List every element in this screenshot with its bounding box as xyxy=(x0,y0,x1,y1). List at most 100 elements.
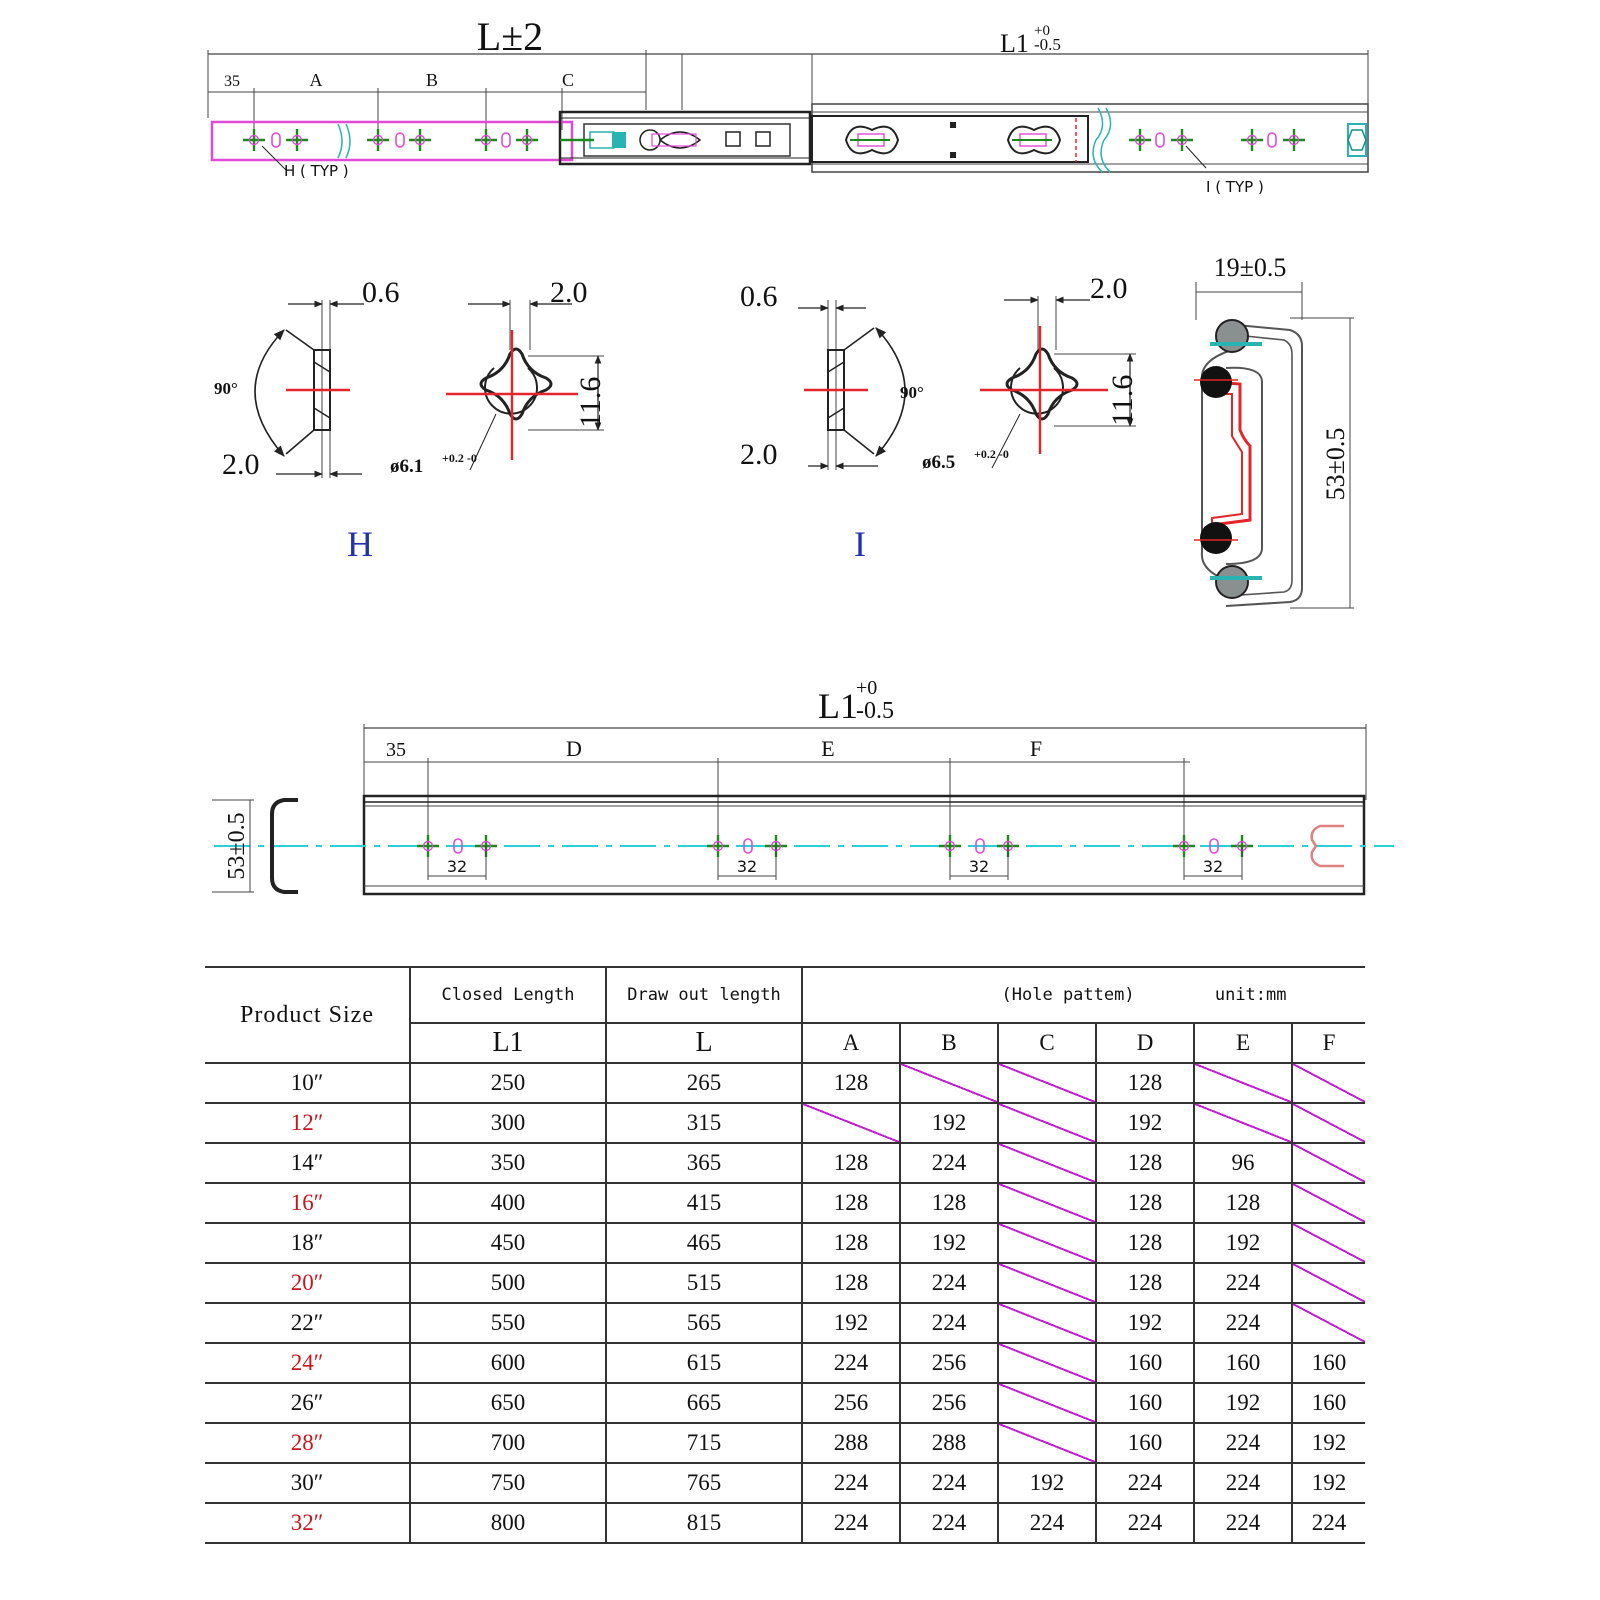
cell-product-size: 16″ xyxy=(290,1190,324,1215)
cell-drawout-length: 565 xyxy=(605,1303,802,1343)
cell-closed-length: 700 xyxy=(409,1423,606,1463)
cell-hole-a: 128 xyxy=(801,1063,900,1103)
cell-hole-b: 128 xyxy=(899,1183,998,1223)
cell-closed-length: 800 xyxy=(409,1503,606,1543)
cell-drawout-length: 415 xyxy=(605,1183,802,1223)
cell-hole-e: 192 xyxy=(1193,1383,1292,1423)
subheader-c: C xyxy=(997,1023,1096,1063)
cell-hole-f xyxy=(1290,1223,1366,1263)
cell-hole-b: 192 xyxy=(899,1103,998,1143)
hole-spacing-label-4: 32 xyxy=(1203,857,1223,876)
cell-hole-a: 288 xyxy=(801,1423,900,1463)
bottom-view: L1 +0 -0.5 35 D E F xyxy=(212,677,1394,896)
cell-drawout-length: 815 xyxy=(605,1503,802,1543)
header-hole-pattern: (Hole pattem) unit:mm xyxy=(800,967,1366,1023)
closed-length-label: L1 xyxy=(1000,29,1029,58)
cell-drawout-length: 665 xyxy=(605,1383,802,1423)
cell-hole-e: 224 xyxy=(1193,1263,1292,1303)
header-drawout-length: Draw out length xyxy=(605,967,802,1023)
cell-hole-a: 128 xyxy=(801,1143,900,1183)
cell-hole-b: 256 xyxy=(899,1383,998,1423)
cell-hole-b: 224 xyxy=(899,1463,998,1503)
i-typ-label: I ( TYP ) xyxy=(1206,178,1264,196)
i-thickness-label: 0.6 xyxy=(740,280,778,313)
cell-hole-c xyxy=(997,1423,1096,1463)
cell-hole-a xyxy=(801,1103,900,1143)
cell-hole-c: 192 xyxy=(997,1463,1096,1503)
i-slot-width-label: 2.0 xyxy=(1090,272,1128,305)
cell-hole-c xyxy=(997,1103,1096,1143)
h-diameter-label: ø6.1 xyxy=(390,456,423,477)
bottom-height-label: 53±0.5 xyxy=(224,812,250,879)
cell-hole-c xyxy=(997,1303,1096,1343)
cell-drawout-length: 765 xyxy=(605,1463,802,1503)
cell-hole-a: 224 xyxy=(801,1343,900,1383)
roller-left xyxy=(844,125,900,155)
cell-hole-c xyxy=(997,1343,1096,1383)
cell-hole-d: 160 xyxy=(1095,1423,1194,1463)
cell-closed-length: 250 xyxy=(409,1063,606,1103)
cell-hole-d: 224 xyxy=(1095,1463,1194,1503)
subheader-l: L xyxy=(605,1023,802,1063)
cell-closed-length: 550 xyxy=(409,1303,606,1343)
segment-b-label: B xyxy=(426,70,438,90)
h-dia-tol-label: +0.2 -0 xyxy=(442,451,477,465)
segment-a-label: A xyxy=(310,70,323,90)
spec-table: Product Size Closed Length Draw out leng… xyxy=(205,966,1366,1544)
cell-hole-c xyxy=(997,1263,1096,1303)
cell-product-size: 32″ xyxy=(290,1510,324,1535)
cell-hole-d: 128 xyxy=(1095,1143,1194,1183)
closed-tol-lower: -0.5 xyxy=(1034,35,1061,54)
side-c-profile xyxy=(270,798,298,894)
cell-hole-d: 224 xyxy=(1095,1503,1194,1543)
cell-hole-f: 160 xyxy=(1290,1383,1366,1423)
cross-section: 19±0.5 53±0.5 xyxy=(1194,253,1354,609)
cell-product-size: 26″ xyxy=(290,1390,324,1415)
hole-spacing-label-2: 32 xyxy=(737,857,757,876)
cell-closed-length: 300 xyxy=(409,1103,606,1143)
segment-f-label: F xyxy=(1030,736,1042,761)
i-detail-letter: I xyxy=(854,524,866,564)
cell-hole-a: 128 xyxy=(801,1263,900,1303)
i-depth-label: 2.0 xyxy=(740,438,778,471)
cell-hole-e xyxy=(1193,1103,1292,1143)
cell-hole-e: 224 xyxy=(1193,1503,1292,1543)
cell-product-size: 18″ xyxy=(290,1230,324,1255)
segment-e-label: E xyxy=(821,736,834,761)
cell-hole-f xyxy=(1290,1143,1366,1183)
closed-tol-upper: +0 xyxy=(1034,23,1050,39)
cell-hole-b: 224 xyxy=(899,1503,998,1543)
cell-drawout-length: 265 xyxy=(605,1063,802,1103)
segment-c-label: C xyxy=(562,70,574,90)
roller-right xyxy=(1006,118,1077,162)
intermediate-member xyxy=(558,110,812,166)
subheader-d: D xyxy=(1095,1023,1194,1063)
cell-hole-e xyxy=(1193,1063,1292,1103)
cell-hole-a: 128 xyxy=(801,1183,900,1223)
cell-hole-c xyxy=(997,1223,1096,1263)
cell-product-size: 14″ xyxy=(290,1150,324,1175)
h-thickness-label: 0.6 xyxy=(362,276,400,309)
cell-hole-c xyxy=(997,1143,1096,1183)
section-width-label: 19±0.5 xyxy=(1214,253,1287,282)
cell-hole-e: 224 xyxy=(1193,1463,1292,1503)
subheader-a: A xyxy=(801,1023,900,1063)
overall-length-label: L±2 xyxy=(477,14,543,59)
subheader-b: B xyxy=(899,1023,998,1063)
cell-hole-d: 160 xyxy=(1095,1343,1194,1383)
cell-hole-a: 224 xyxy=(801,1503,900,1543)
cell-product-size: 10″ xyxy=(290,1070,324,1095)
h-slot-width-label: 2.0 xyxy=(550,276,588,309)
cell-closed-length: 450 xyxy=(409,1223,606,1263)
subheader-l1: L1 xyxy=(409,1023,606,1063)
cell-hole-b: 224 xyxy=(899,1303,998,1343)
rear-bracket xyxy=(1347,123,1367,157)
hole-spacing-label-1: 32 xyxy=(447,857,467,876)
